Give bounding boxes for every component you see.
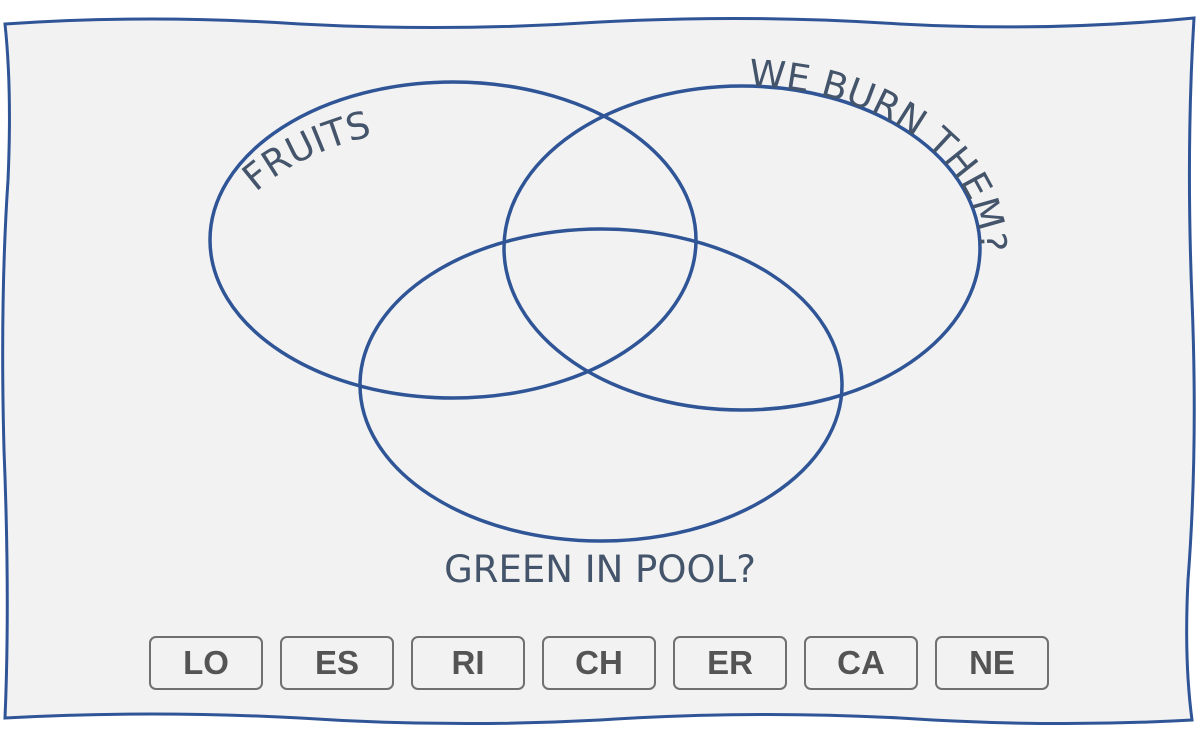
letter-tile[interactable]: CH xyxy=(542,636,656,690)
letter-tile[interactable]: RI xyxy=(411,636,525,690)
letter-tile[interactable]: ES xyxy=(280,636,394,690)
letter-tile[interactable]: NE xyxy=(935,636,1049,690)
letter-tile-row: LO ES RI CH ER CA NE xyxy=(149,636,1064,692)
letter-tile[interactable]: LO xyxy=(149,636,263,690)
paper-border xyxy=(1,16,1196,726)
letter-tile[interactable]: ER xyxy=(673,636,787,690)
letter-tile[interactable]: CA xyxy=(804,636,918,690)
set-pool-label: GREEN IN POOL? xyxy=(444,548,756,591)
set-pool-ellipse xyxy=(358,227,844,543)
set-burn-ellipse xyxy=(502,84,982,412)
